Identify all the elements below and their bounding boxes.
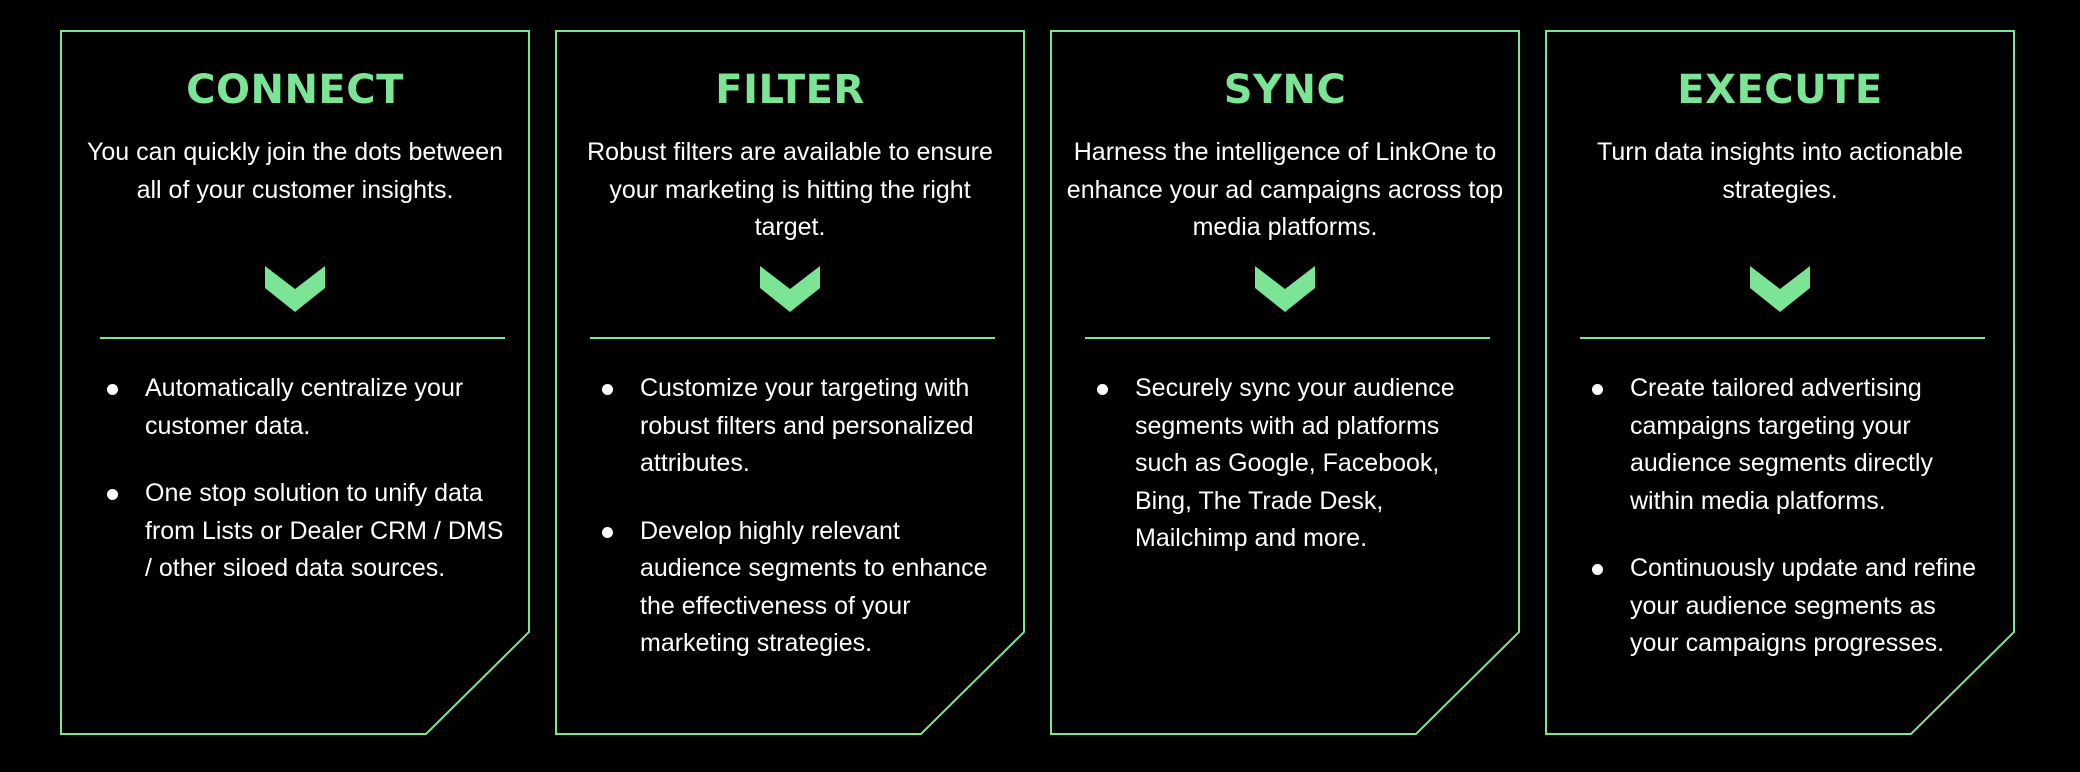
card-execute: EXECUTE Turn data insights into actionab… [1545,30,2015,735]
bullet-list: Automatically centralize your customer d… [105,370,505,618]
card-title: FILTER [715,67,865,113]
card-frame [60,30,530,735]
bullet-dot-icon [602,384,613,395]
card-frame [1545,30,2015,735]
card-description: You can quickly join the dots between al… [86,138,504,204]
card-frame [1050,30,1520,735]
bullet-dot-icon [1097,384,1108,395]
card-connect: CONNECT You can quickly join the dots be… [60,30,530,735]
card-frame [555,30,1025,735]
card-filter: FILTER Robust filters are available to e… [555,30,1025,735]
bullet-dot-icon [602,526,613,538]
card-description: Turn data insights into actionable strat… [1597,138,1963,204]
bullet-text: One stop solution to unify data from Lis… [145,479,504,582]
card-title: CONNECT [186,67,404,113]
bullet-text: Continuously update and refine your audi… [1630,554,1977,657]
bullet-text: Securely sync your audience segments wit… [1135,374,1455,552]
card-description: Harness the intelligence of LinkOne to e… [1066,138,1504,241]
card-title: SYNC [1223,67,1347,113]
chevron-down-icon [265,266,325,312]
chevron-down-icon [760,266,820,312]
card-divider [1085,337,1490,339]
bullet-dot-icon [1592,564,1603,575]
list-item: Automatically centralize your customer d… [105,370,505,445]
bullet-list: Securely sync your audience segments wit… [1095,370,1495,588]
list-item: Securely sync your audience segments wit… [1095,370,1495,558]
chevron-down-icon [1750,266,1810,312]
list-item: Create tailored advertising campaigns ta… [1590,370,1990,520]
list-item: Continuously update and refine your audi… [1590,550,1990,663]
bullet-list: Create tailored advertising campaigns ta… [1590,370,1990,693]
list-item: One stop solution to unify data from Lis… [105,475,505,588]
card-divider [1580,337,1985,339]
list-item: Customize your targeting with robust fil… [600,370,1000,483]
bullet-dot-icon [1592,384,1603,395]
bullet-text: Automatically centralize your customer d… [145,374,464,440]
card-divider [100,337,505,339]
list-item: Develop highly relevant audience segment… [600,513,1000,663]
bullet-text: Develop highly relevant audience segment… [640,516,988,658]
bullet-text: Create tailored advertising campaigns ta… [1630,374,1933,515]
bullet-dot-icon [107,384,118,395]
bullet-text: Customize your targeting with robust fil… [640,374,974,477]
card-divider [590,337,995,339]
bullet-dot-icon [107,489,118,500]
card-description: Robust filters are available to ensure y… [587,138,993,241]
card-sync: SYNC Harness the intelligence of LinkOne… [1050,30,1520,735]
card-title: EXECUTE [1677,67,1883,113]
chevron-down-icon [1255,266,1315,312]
bullet-list: Customize your targeting with robust fil… [600,370,1000,693]
